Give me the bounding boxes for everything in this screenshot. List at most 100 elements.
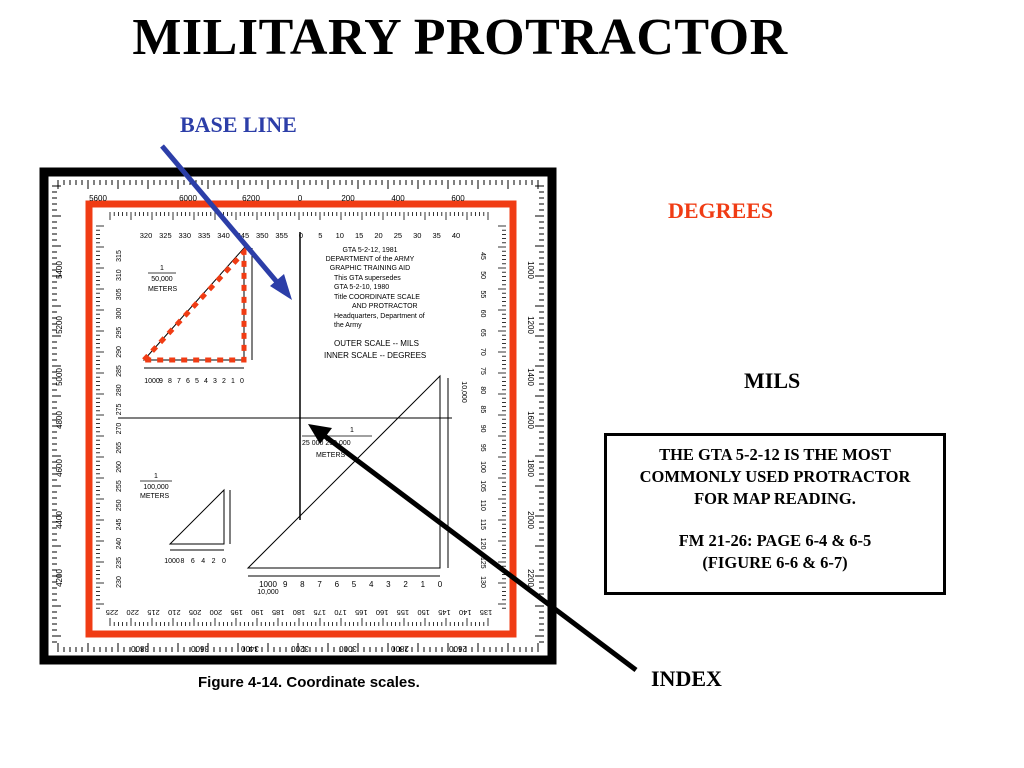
- svg-text:3400: 3400: [241, 644, 259, 653]
- degree-label: 350: [256, 231, 269, 240]
- degree-label: 235: [116, 557, 123, 569]
- svg-text:This GTA supersedes: This GTA supersedes: [334, 275, 401, 282]
- degree-label: 30: [413, 231, 421, 240]
- svg-text:1: 1: [160, 265, 164, 272]
- meters-label: 1: [421, 580, 426, 589]
- svg-text:OUTER SCALE -- MILS: OUTER SCALE -- MILS: [334, 339, 419, 348]
- degree-label: 270: [116, 423, 123, 435]
- degree-label: 305: [116, 288, 123, 300]
- degree-label: 10: [336, 231, 344, 240]
- svg-text:2800: 2800: [391, 644, 409, 653]
- svg-text:GTA 5-2-10, 1980: GTA 5-2-10, 1980: [334, 284, 389, 291]
- degree-label: 160: [376, 608, 389, 617]
- svg-text:10,000: 10,000: [257, 589, 279, 596]
- meters-label: 2: [403, 580, 408, 589]
- degree-label: 125: [479, 557, 486, 569]
- svg-text:10,000: 10,000: [460, 381, 467, 403]
- note-line: COMMONLY USED PROTRACTOR: [639, 467, 911, 486]
- degree-label: 85: [479, 406, 486, 414]
- meters-label: 9: [283, 580, 288, 589]
- note-reference-line: (FIGURE 6-6 & 6-7): [702, 553, 848, 572]
- meters-label: 7: [177, 378, 181, 385]
- degree-label: 75: [479, 367, 486, 375]
- degree-label: 90: [479, 425, 486, 433]
- base-line-arrow: [160, 144, 292, 300]
- note-line: THE GTA 5-2-12 IS THE MOST: [659, 445, 891, 464]
- degree-label: 5: [318, 231, 322, 240]
- svg-text:AND PROTRACTOR: AND PROTRACTOR: [352, 303, 418, 310]
- svg-text:25 000 250,000: 25 000 250,000: [302, 440, 351, 447]
- figure-caption: Figure 4-14. Coordinate scales.: [198, 674, 420, 691]
- degree-label: 150: [417, 608, 430, 617]
- svg-text:GRAPHIC TRAINING AID: GRAPHIC TRAINING AID: [330, 265, 410, 272]
- degree-label: 205: [189, 608, 202, 617]
- degree-label: 50: [479, 271, 486, 279]
- meters-label: 5: [352, 580, 357, 589]
- svg-text:5400: 5400: [55, 261, 64, 279]
- svg-text:1600: 1600: [526, 411, 535, 429]
- degree-label: 225: [106, 608, 119, 617]
- degree-label: 140: [459, 608, 472, 617]
- svg-text:METERS: METERS: [140, 493, 170, 500]
- degree-label: 20: [374, 231, 382, 240]
- svg-text:1200: 1200: [526, 316, 535, 334]
- mils-label: 600: [451, 194, 465, 203]
- degree-label: 260: [116, 461, 123, 473]
- degree-label: 180: [293, 608, 306, 617]
- degree-label: 170: [334, 608, 347, 617]
- degree-label: 0: [299, 231, 303, 240]
- degree-label: 60: [479, 310, 486, 318]
- svg-text:2000: 2000: [526, 511, 535, 529]
- svg-text:GTA 5-2-12, 1981: GTA 5-2-12, 1981: [342, 247, 397, 254]
- degree-label: 280: [116, 384, 123, 396]
- meters-label: 9: [159, 378, 163, 385]
- meters-label: 7: [317, 580, 322, 589]
- meters-label: 6: [335, 580, 340, 589]
- degree-label: 130: [479, 576, 486, 588]
- base-line-label: BASE LINE: [180, 112, 297, 137]
- meters-label: 1000: [164, 558, 180, 565]
- degree-label: 135: [480, 608, 493, 617]
- degree-label: 335: [198, 231, 211, 240]
- mils-label: 0: [298, 194, 303, 203]
- mils-label: 400: [391, 194, 405, 203]
- svg-text:2200: 2200: [526, 569, 535, 587]
- side-degree-labels: 3153103053002952902852802752702652602552…: [116, 250, 486, 588]
- degree-label: 195: [230, 608, 243, 617]
- svg-text:2600: 2600: [449, 644, 467, 653]
- degree-label: 265: [116, 442, 123, 454]
- mils-label: 200: [341, 194, 355, 203]
- meters-label: 2: [222, 378, 226, 385]
- svg-text:3000: 3000: [339, 644, 357, 653]
- degree-label: 45: [479, 252, 486, 260]
- svg-text:the Army: the Army: [334, 322, 362, 329]
- svg-text:1400: 1400: [526, 368, 535, 386]
- degree-label: 25: [394, 231, 402, 240]
- degree-label: 295: [116, 327, 123, 339]
- scale-50000-triangle: 1 50,000 METERS: [142, 245, 253, 369]
- degree-label: 325: [159, 231, 172, 240]
- protractor-outer-border: [39, 167, 557, 665]
- degree-label: 215: [147, 608, 160, 617]
- meters-label: 8: [180, 558, 184, 565]
- degree-label: 315: [116, 250, 123, 262]
- degree-label: 165: [355, 608, 368, 617]
- meters-label: 3: [386, 580, 391, 589]
- meters-label: 0: [240, 378, 244, 385]
- svg-text:Title COORDINATE SCALE: Title COORDINATE SCALE: [334, 294, 420, 301]
- degree-label: 115: [479, 519, 486, 530]
- meters-label: 8: [300, 580, 305, 589]
- degree-label: 255: [116, 480, 123, 492]
- meters-label: 1000: [259, 580, 277, 589]
- degree-label: 145: [438, 608, 451, 617]
- degree-label: 185: [272, 608, 285, 617]
- svg-text:5200: 5200: [55, 316, 64, 334]
- degree-label: 110: [479, 500, 486, 511]
- mils-label-callout: MILS: [744, 368, 801, 393]
- degree-label: 105: [479, 480, 486, 492]
- index-arrow: [308, 424, 638, 672]
- scale-100000-triangle: 1 100,000 METERS: [140, 473, 231, 551]
- meters-label: 6: [191, 558, 195, 565]
